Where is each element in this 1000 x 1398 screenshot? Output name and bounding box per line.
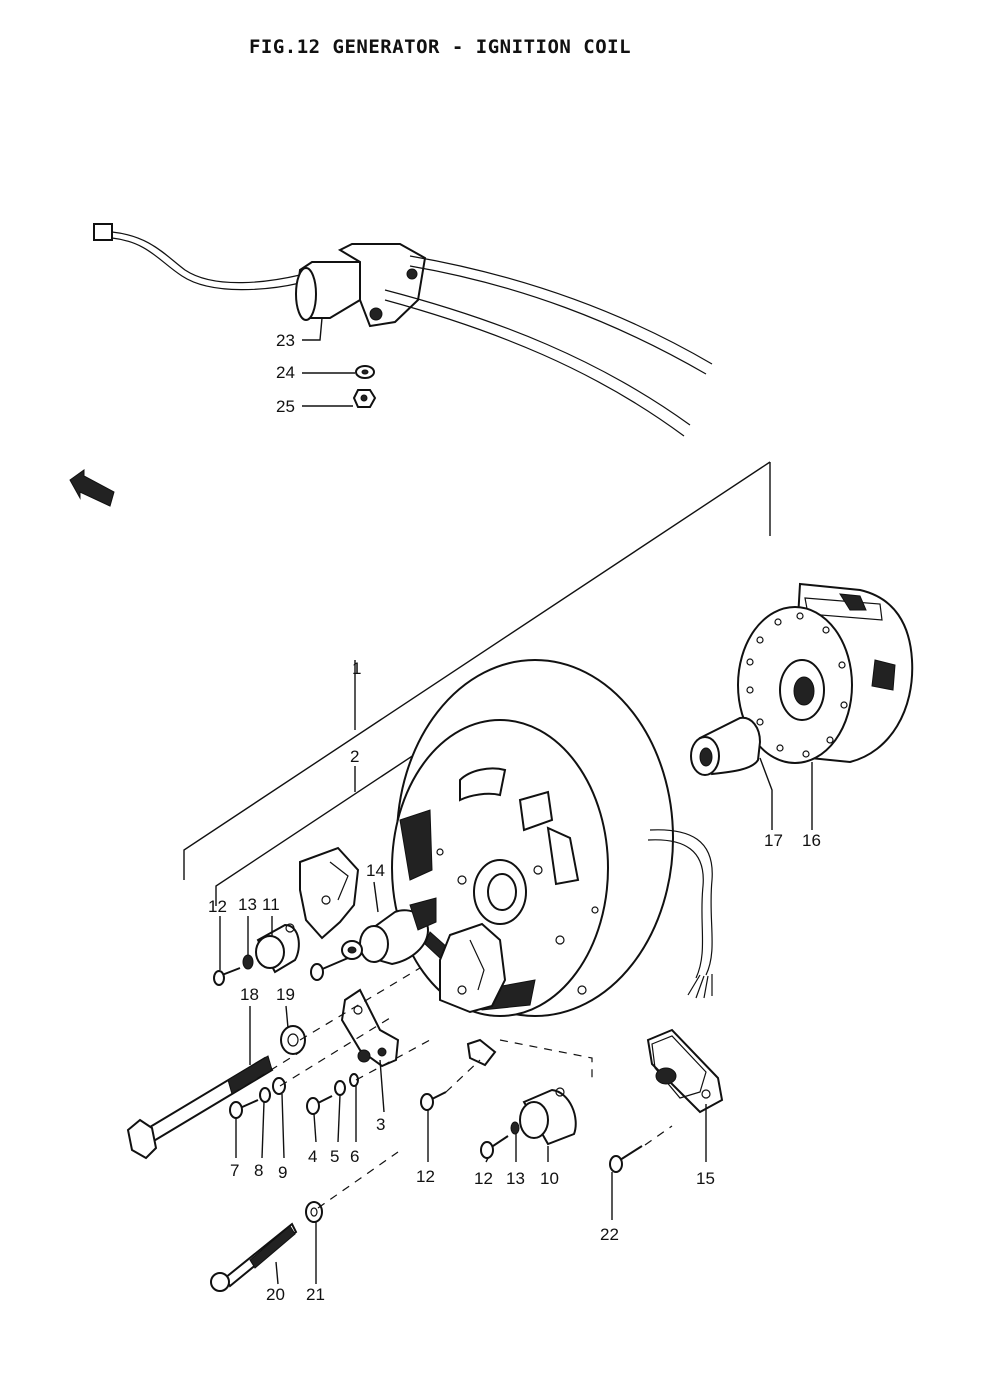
lighting-coil-14 (341, 897, 449, 966)
callout-9: 9 (278, 1163, 287, 1182)
wire-connector (93, 223, 113, 241)
contact-breaker-plate-right (439, 922, 507, 1014)
callout-13-lower: 13 (506, 1169, 525, 1188)
callout-2: 2 (350, 747, 359, 766)
callout-17: 17 (764, 831, 783, 850)
primary-wire (111, 231, 301, 284)
assembly-bracket-1 (183, 461, 771, 880)
stator-wire-bundle (649, 829, 713, 976)
condenser-10 (519, 1087, 577, 1146)
small-bracket (466, 1038, 497, 1067)
screw-7 (229, 1099, 259, 1119)
callout-4: 4 (308, 1147, 317, 1166)
high-tension-lead-1 (409, 255, 713, 365)
bolt-18 (126, 1055, 274, 1160)
figure-title: FIG.12 GENERATOR - IGNITION COIL (248, 36, 632, 58)
screw-12-lower (480, 1135, 509, 1159)
callout-21: 21 (306, 1285, 325, 1304)
nut-25 (352, 389, 377, 408)
callout-13-upper: 13 (238, 895, 257, 914)
lock-washer-13-lower (510, 1121, 520, 1135)
callout-12-middle: 12 (416, 1167, 435, 1186)
callout-10: 10 (540, 1169, 559, 1188)
callout-11: 11 (262, 895, 280, 914)
callout-7: 7 (230, 1161, 239, 1180)
assembly-dashed-lines (231, 967, 673, 1209)
lock-washer-13-upper (242, 954, 254, 970)
washer-21 (305, 1201, 323, 1223)
callout-22: 22 (600, 1225, 619, 1244)
bolt-20 (210, 1222, 298, 1292)
washer-6 (349, 1073, 359, 1087)
callout-16: 16 (802, 831, 821, 850)
callout-18: 18 (240, 985, 259, 1004)
washer-5 (334, 1080, 346, 1096)
callout-19: 19 (276, 985, 295, 1004)
callout-20: 20 (266, 1285, 285, 1304)
washer-8 (259, 1087, 271, 1103)
callout-25: 25 (276, 397, 295, 416)
callout-24: 24 (276, 363, 295, 382)
callout-12-lower: 12 (474, 1169, 493, 1188)
ignition-coil-23 (93, 223, 713, 437)
leader-lines (219, 317, 813, 1285)
grommet-15 (646, 1028, 724, 1114)
screw-coil (310, 957, 349, 981)
screw-12-upper (213, 967, 241, 986)
screw-22 (609, 1145, 643, 1173)
callout-1: 1 (352, 659, 361, 678)
washer-24 (355, 365, 375, 379)
washer-9 (272, 1077, 286, 1095)
rotor-flywheel-16 (737, 582, 914, 764)
callout-23: 23 (276, 331, 295, 350)
front-direction-arrow-icon (69, 469, 115, 507)
callout-6: 6 (350, 1147, 359, 1166)
breaker-arm-3 (340, 988, 400, 1068)
rotor-center-17 (690, 716, 762, 776)
stator-plate (391, 659, 713, 1017)
screw-12-middle (420, 1091, 447, 1111)
callout-8: 8 (254, 1161, 263, 1180)
screw-4 (306, 1095, 333, 1115)
callout-labels: 23 24 25 1 2 17 16 14 12 13 11 18 19 3 7… (208, 331, 821, 1304)
callout-5: 5 (330, 1147, 339, 1166)
callout-12-upper: 12 (208, 897, 227, 916)
callout-15: 15 (696, 1169, 715, 1188)
contact-breaker-plate-upper (299, 846, 360, 940)
callout-14: 14 (366, 861, 385, 880)
high-tension-lead-2 (384, 289, 691, 426)
condenser-11 (255, 923, 300, 974)
callout-3: 3 (376, 1115, 385, 1134)
washer-19 (280, 1025, 306, 1055)
